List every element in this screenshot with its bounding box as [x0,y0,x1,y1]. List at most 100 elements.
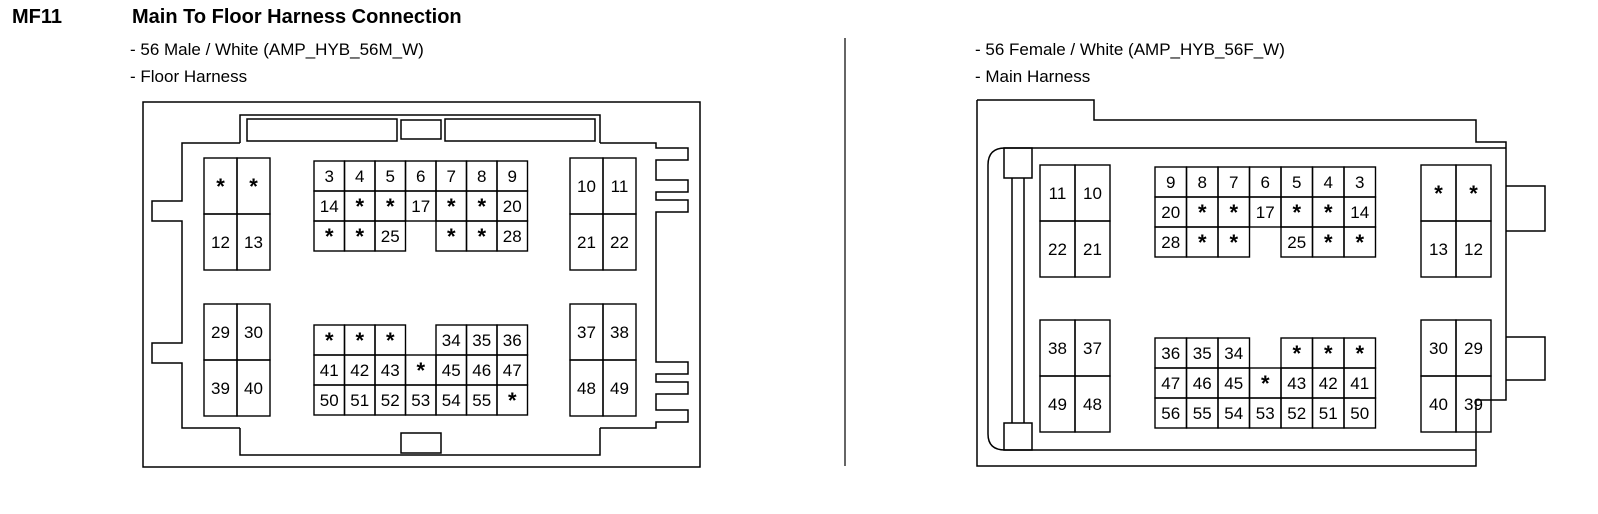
left-inner-right [600,142,689,429]
right-pin-unused-mark: * [1229,200,1238,225]
right-pin-label: 37 [1083,339,1102,358]
right-connector-housing [976,99,1546,467]
left-pin-label: 52 [381,391,400,410]
left-pin-unused-mark: * [447,224,456,249]
right-pin-label: 10 [1083,184,1102,203]
left-pin-cell [374,220,407,252]
right-pin-cell [1074,375,1111,433]
left-pin-label: 40 [244,379,263,398]
left-bottom-notch [239,428,601,456]
left-latch-slot-b [400,119,442,140]
left-pin-label: 3 [325,167,334,186]
right-pin-label: 54 [1224,404,1243,423]
right-pin-unused-mark: * [1229,230,1238,255]
right-pin-label: 12 [1464,240,1483,259]
right-pin-label: 41 [1350,374,1369,393]
left-pin-label: 20 [503,197,522,216]
right-guide-top [1003,147,1033,179]
left-pin-label: 49 [610,379,629,398]
right-pin-unused-mark: * [1198,200,1207,225]
left-pin-label: 9 [508,167,517,186]
right-inner-frame [987,147,1506,451]
left-pin-unused-mark: * [477,194,486,219]
right-guide-bottom [1003,422,1033,451]
left-connector-type: - 56 Male / White (AMP_HYB_56M_W) [130,40,424,59]
left-pin-label: 53 [411,391,430,410]
left-harness-name: - Floor Harness [130,67,248,86]
left-pin-cell [602,213,637,271]
left-pin-label: 43 [381,361,400,380]
left-pin-cell [496,384,529,416]
right-pin-label: 17 [1256,203,1275,222]
left-pin-cell [496,220,529,252]
left-pin-label: 46 [472,361,491,380]
left-pin-cell [602,359,637,417]
left-pin-label: 6 [416,167,425,186]
right-pin-label: 14 [1350,203,1369,222]
right-pin-unused-mark: * [1355,230,1364,255]
right-pin-cell [1074,220,1111,278]
right-pin-unused-mark: * [1324,230,1333,255]
left-pin-label: 17 [411,197,430,216]
right-pin-label: 30 [1429,339,1448,358]
left-pin-label: 30 [244,323,263,342]
right-pin-label: 49 [1048,395,1067,414]
right-pin-label: 39 [1464,395,1483,414]
right-pin-cell [1217,226,1251,258]
left-pin-unused-mark: * [508,388,517,413]
left-latch-slot-a [246,118,398,142]
left-pin-label: 37 [577,323,596,342]
left-pin-label: 28 [503,227,522,246]
right-pin-label: 46 [1193,374,1212,393]
left-pin-unused-mark: * [386,194,395,219]
left-key-tab [400,432,442,454]
left-pin-label: 22 [610,233,629,252]
right-pin-label: 21 [1083,240,1102,259]
right-pin-cell [1455,375,1492,433]
right-pin-label: 6 [1261,173,1270,192]
left-pin-label: 8 [477,167,486,186]
left-pin-label: 54 [442,391,461,410]
right-pin-unused-mark: * [1292,200,1301,225]
right-pin-unused-mark: * [1469,181,1478,206]
left-pin-label: 12 [211,233,230,252]
right-pin-label: 40 [1429,395,1448,414]
left-pin-label: 42 [350,361,369,380]
left-pin-label: 21 [577,233,596,252]
left-latch-slot-c [444,118,596,142]
right-pin-label: 34 [1224,344,1243,363]
left-pin-unused-mark: * [386,328,395,353]
right-pin-label: 52 [1287,404,1306,423]
left-pin-label: 13 [244,233,263,252]
left-pin-unused-mark: * [249,174,258,199]
right-pin-unused-mark: * [1324,341,1333,366]
left-pin-label: 11 [611,177,629,196]
right-pin-label: 43 [1287,374,1306,393]
right-outer-frame [976,99,1507,467]
left-pin-label: 29 [211,323,230,342]
right-pin-label: 38 [1048,339,1067,358]
left-pin-cell [236,359,271,417]
left-pin-label: 4 [355,167,364,186]
left-top-notch [239,114,601,143]
right-side-tab-bottom [1506,336,1546,381]
right-pin-cell [1343,226,1377,258]
right-pin-label: 47 [1161,374,1180,393]
right-pin-label: 50 [1350,404,1369,423]
right-pin-unused-mark: * [1198,230,1207,255]
left-inner-left [151,142,240,429]
right-pin-label: 5 [1292,173,1301,192]
right-pin-unused-mark: * [1324,200,1333,225]
left-pin-label: 41 [320,361,339,380]
left-pin-label: 7 [447,167,456,186]
left-pin-unused-mark: * [355,194,364,219]
left-pin-label: 45 [442,361,461,380]
right-pin-label: 8 [1198,173,1207,192]
right-pin-unused-mark: * [1261,371,1270,396]
left-outer-frame [142,101,701,468]
right-pin-cell [1455,220,1492,278]
left-pin-label: 47 [503,361,522,380]
left-pin-cell [236,213,271,271]
right-pin-label: 45 [1224,374,1243,393]
